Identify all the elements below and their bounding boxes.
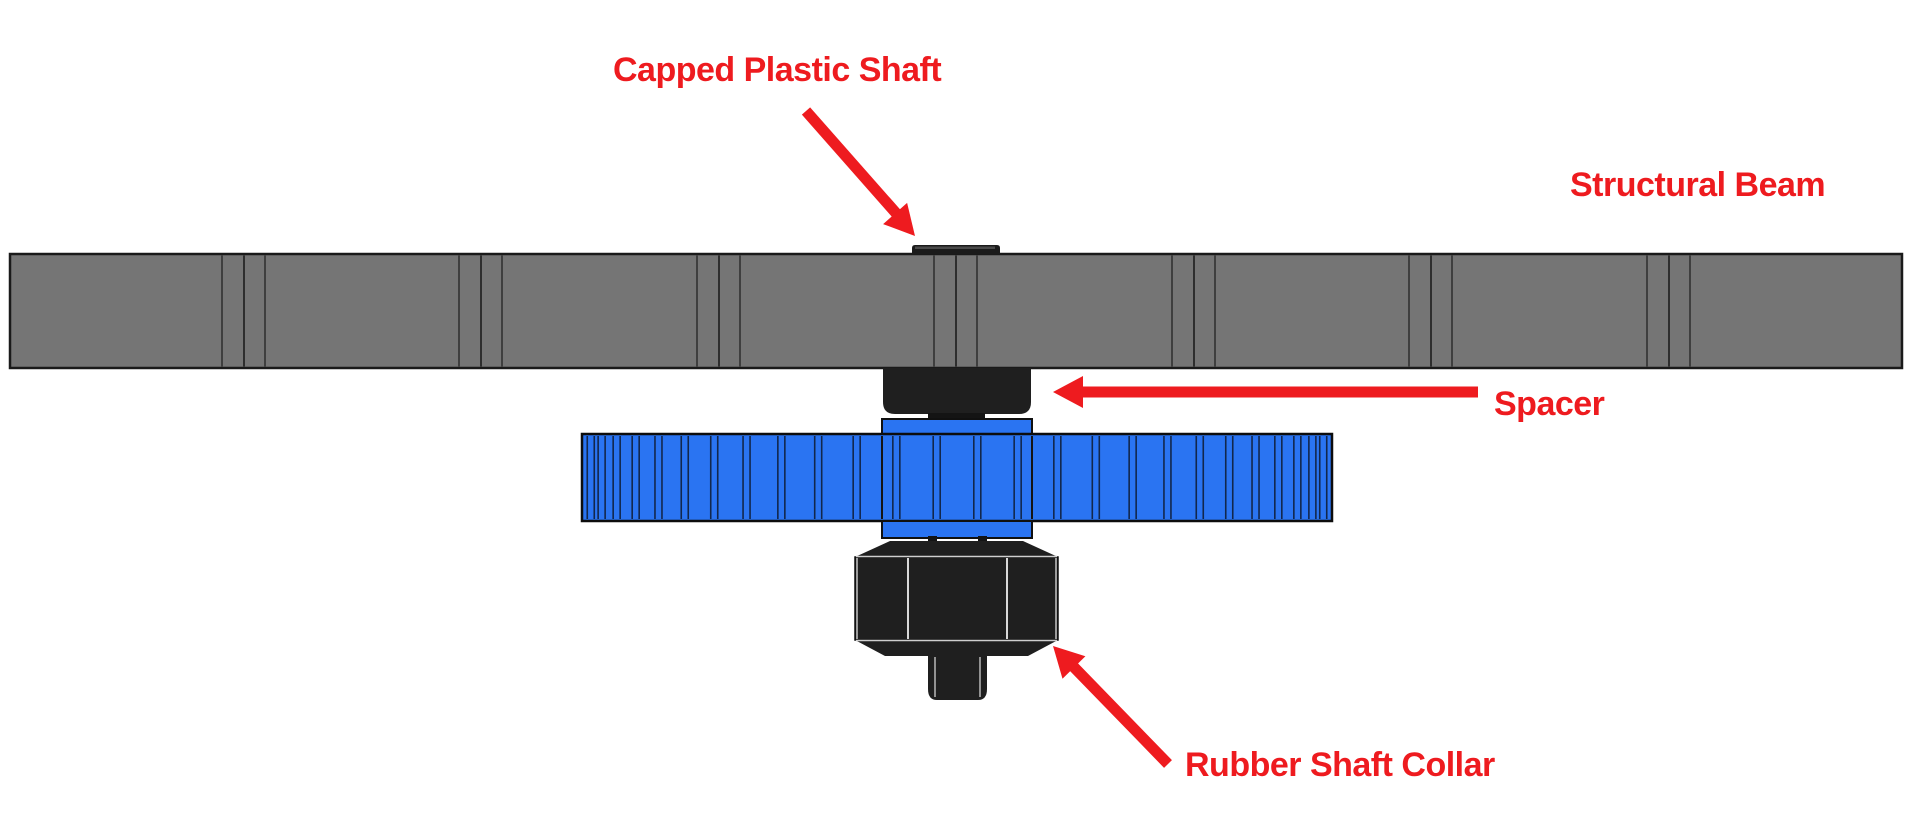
label-capped-plastic-shaft: Capped Plastic Shaft: [613, 51, 942, 89]
spacer-block: [883, 368, 1031, 414]
arrow-capped-plastic-shaft: [801, 107, 915, 236]
gear: [580, 418, 1334, 539]
callout-arrows: [801, 107, 1478, 768]
arrow-rubber-shaft-collar: [1053, 646, 1172, 768]
collar-bottom-bevel: [855, 640, 1058, 656]
collar-hex-body: [854, 556, 1059, 641]
gear-teeth-lines: [586, 436, 1328, 519]
label-spacer: Spacer: [1494, 385, 1605, 423]
shaft-stub: [928, 656, 987, 700]
collar-top-bevel: [855, 541, 1058, 557]
beam-segment-lines: [221, 255, 1691, 367]
capped-plastic-shaft-cap: [912, 245, 1000, 254]
gear-band: [580, 432, 1334, 523]
rubber-shaft-collar: [854, 541, 1059, 656]
structural-beam: [8, 252, 1904, 370]
label-rubber-shaft-collar: Rubber Shaft Collar: [1185, 746, 1495, 784]
label-structural-beam: Structural Beam: [1570, 166, 1826, 204]
shaft-cap-highlight: [915, 246, 995, 249]
arrow-spacer: [1053, 376, 1478, 408]
shaft-cap: [912, 245, 1000, 254]
shaft-nub-right: [978, 536, 987, 543]
shaft-stub-body: [928, 656, 987, 700]
shaft-nub-left: [928, 536, 937, 543]
gear-hub-bottom: [881, 520, 1033, 539]
gear-hub-top: [881, 418, 1033, 436]
shaft-segment-upper: [928, 413, 985, 420]
